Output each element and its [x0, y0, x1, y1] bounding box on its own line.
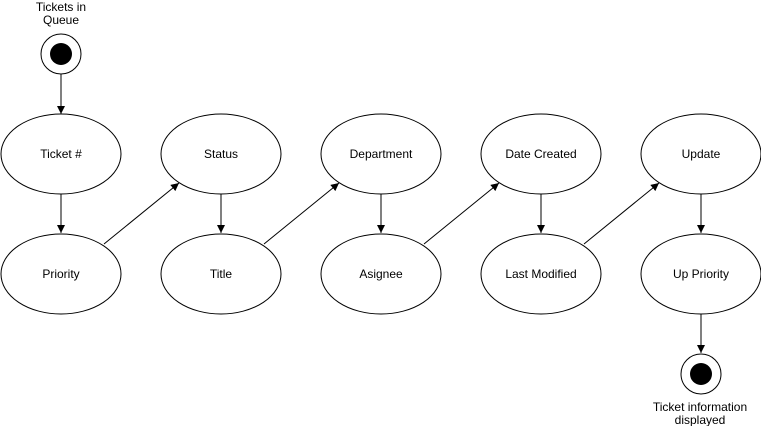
- node-department-label: Department: [350, 147, 413, 161]
- node-last-modified: Last Modified: [480, 233, 602, 315]
- end-node: [680, 353, 722, 395]
- end-label-line-2: displayed: [675, 413, 726, 426]
- node-department: Department: [320, 113, 442, 195]
- start-label-line-1: Tickets in: [36, 0, 86, 14]
- node-priority-label: Priority: [42, 267, 79, 281]
- node-up-priority: Up Priority: [640, 233, 761, 315]
- node-title: Title: [160, 233, 282, 315]
- node-update: Update: [640, 113, 761, 195]
- node-status: Status: [160, 113, 282, 195]
- start-node: [40, 33, 82, 75]
- node-last-modified-label: Last Modified: [505, 267, 576, 281]
- node-title-label: Title: [210, 267, 233, 281]
- node-asignee: Asignee: [320, 233, 442, 315]
- start-label-line-2: Queue: [43, 13, 79, 27]
- node-priority: Priority: [0, 233, 122, 315]
- edge-asignee-to-date-created: [423, 182, 500, 245]
- node-status-label: Status: [204, 147, 238, 161]
- edge-last-modified-to-update: [583, 182, 660, 245]
- node-ticket-number: Ticket #: [0, 113, 122, 195]
- node-update-label: Update: [682, 147, 721, 161]
- node-asignee-label: Asignee: [359, 267, 403, 281]
- node-ticket-number-label: Ticket #: [40, 147, 82, 161]
- edge-title-to-department: [263, 182, 340, 245]
- edge-priority-to-status: [103, 182, 180, 245]
- node-date-created-label: Date Created: [505, 147, 576, 161]
- end-label-line-1: Ticket information: [653, 400, 747, 414]
- node-up-priority-label: Up Priority: [673, 267, 729, 281]
- node-date-created: Date Created: [480, 113, 602, 195]
